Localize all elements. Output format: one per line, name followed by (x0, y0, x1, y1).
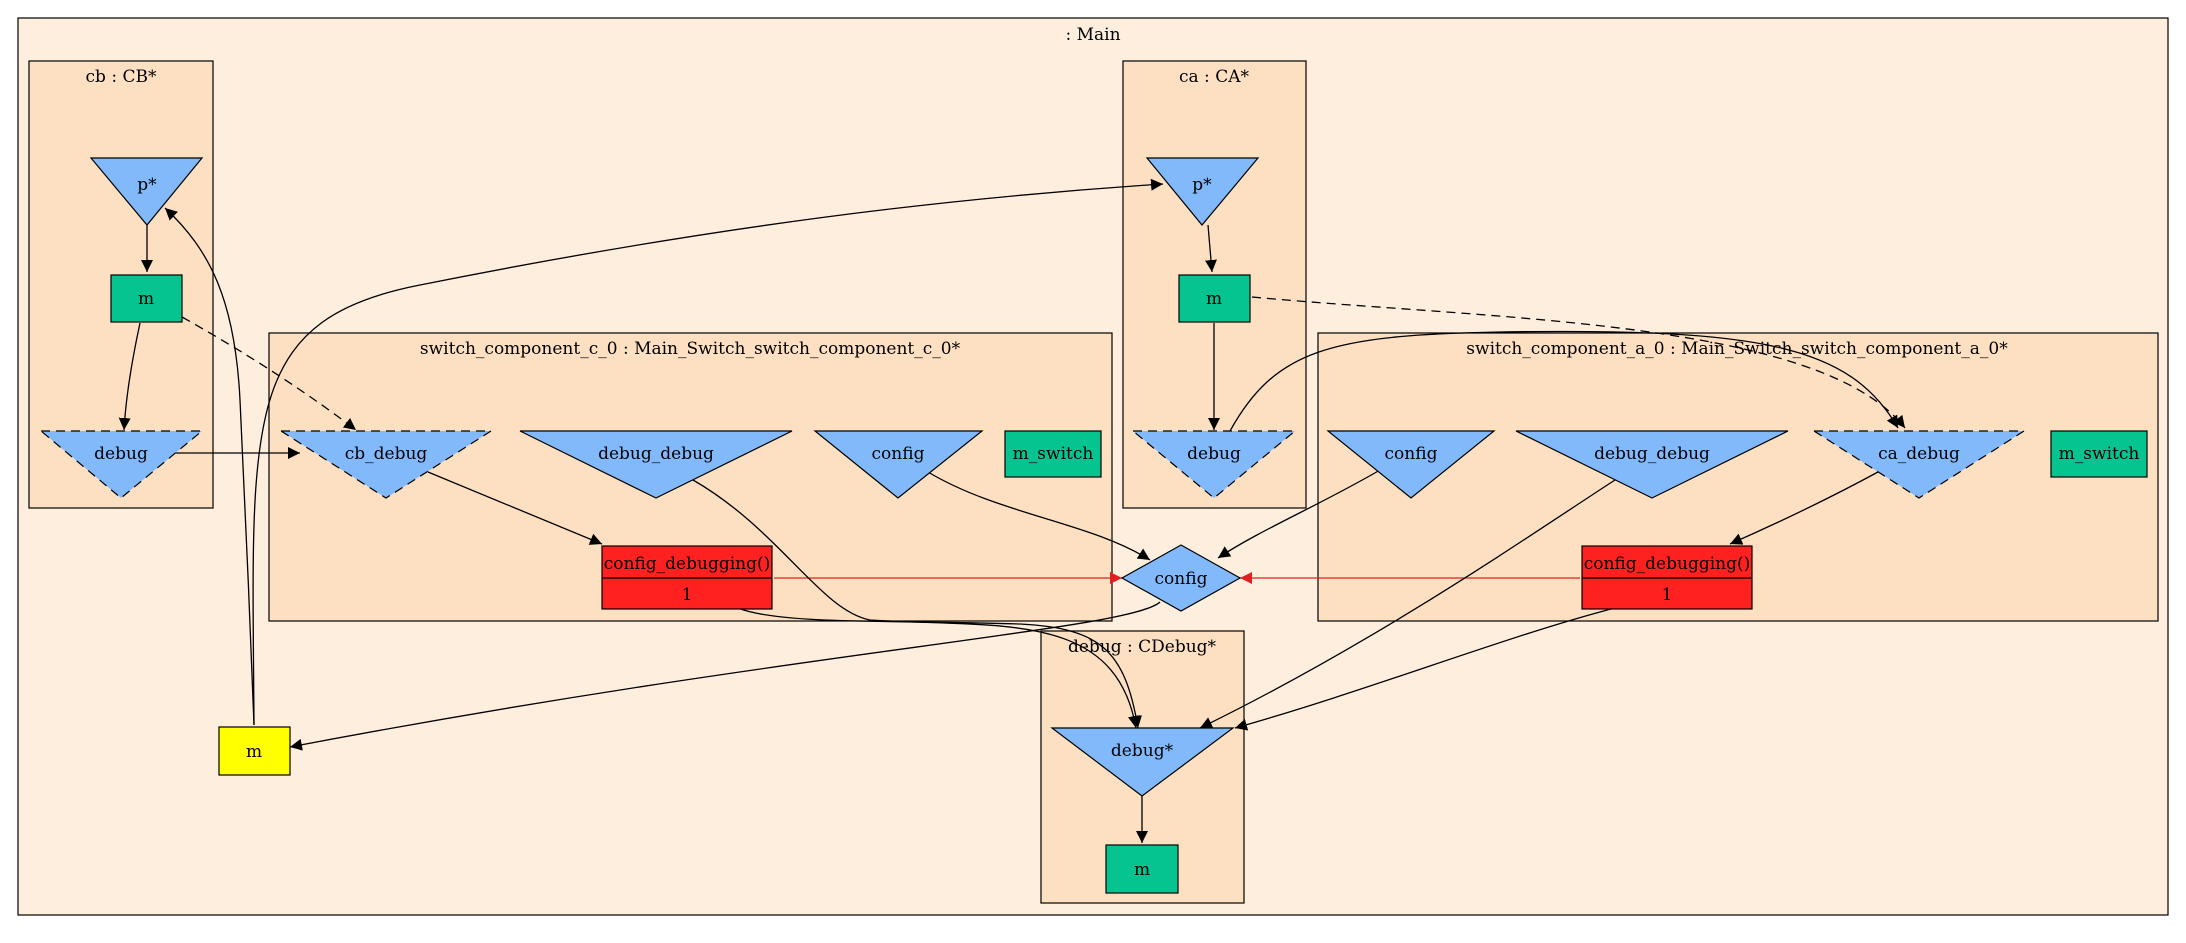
edge-sa-config-debugging-to-dbg-debug (1234, 607, 1616, 731)
ca-p-port-label: p* (1192, 175, 1212, 195)
dbg-m-label: m (1134, 860, 1150, 880)
ca-p-port: p* (1145, 157, 1260, 226)
cb-m-component: m (110, 274, 183, 323)
cluster-cb-label: cb : CB* (86, 67, 157, 87)
sa-ca-debug-port: ca_debug (1811, 430, 2027, 499)
sc-config-triangle (813, 430, 984, 499)
edge-cb-m-to-sc-cb-debug (181, 316, 357, 431)
sa-config-label: config (1385, 444, 1438, 464)
main-config-label: config (1155, 569, 1208, 589)
edge-main-config-to-main-m (289, 601, 1161, 751)
edge-sc-cb-debug-to-config-debugging (427, 471, 603, 545)
ca-debug-port-label: debug (1187, 444, 1241, 464)
sa-m-switch-box (2050, 430, 2148, 478)
cluster-ca-label: ca : CA* (1179, 67, 1249, 87)
sa-config-debugging-label: config_debugging() (1584, 554, 1751, 574)
edge-sa-config-to-main-config (1217, 469, 1381, 559)
edge-ca-debug-to-sa-ca-debug (1229, 330, 1899, 432)
sc-config-label: config (872, 444, 925, 464)
cluster-switch-a-label: switch_component_a_0 : Main_Switch_switc… (1466, 339, 2008, 359)
cb-debug-port: debug (39, 430, 204, 499)
sa-debug-debug-label: debug_debug (1594, 444, 1710, 464)
sc-config-debugging-label: config_debugging() (604, 554, 771, 574)
edges (118, 178, 1906, 843)
sc-cb-debug-label: cb_debug (345, 444, 428, 464)
sa-config-triangle (1326, 430, 1496, 499)
edge-main-m-to-ca-p (252, 178, 1164, 726)
sa-ca-debug-label: ca_debug (1878, 444, 1960, 464)
sc-cb-debug-port: cb_debug (278, 430, 494, 499)
cb-debug-port-triangle (39, 430, 204, 499)
sc-m-switch-box (1004, 430, 1102, 478)
dbg-debug-label: debug* (1111, 741, 1174, 761)
cluster-switch-c-label: switch_component_c_0 : Main_Switch_switc… (420, 339, 961, 359)
edge-ca-m-to-sa-ca-debug (1251, 296, 1906, 429)
cb-p-port: p* (89, 157, 204, 226)
edge-ca-p-to-ca-m (1205, 224, 1217, 273)
dbg-m-box (1105, 844, 1179, 894)
ca-m-box (1178, 274, 1251, 323)
sc-config-debugging-value: 1 (682, 585, 693, 605)
main-m-node: m (218, 726, 291, 776)
dbg-debug-port: debug* (1050, 727, 1235, 797)
cluster-main-label: : Main (1065, 25, 1120, 45)
sa-config-port: config (1326, 430, 1496, 499)
sc-debug-debug-port: debug_debug (519, 430, 793, 499)
ca-m-label: m (1206, 289, 1222, 309)
sc-debug-debug-triangle (519, 430, 793, 499)
cluster-debug-label: debug : CDebug* (1068, 637, 1217, 657)
cb-p-port-label: p* (137, 175, 157, 195)
sa-ca-debug-triangle (1811, 430, 2027, 499)
cb-m-box (110, 274, 183, 323)
ca-debug-port-triangle (1131, 430, 1297, 499)
cb-debug-port-label: debug (94, 444, 148, 464)
main-config-node: config (1120, 544, 1242, 612)
main-m-box (218, 726, 291, 776)
ca-p-port-triangle (1145, 157, 1260, 226)
dbg-debug-triangle (1050, 727, 1235, 797)
sc-cb-debug-triangle (278, 430, 494, 499)
sa-m-switch-label: m_switch (2059, 444, 2140, 464)
ca-debug-port: debug (1131, 430, 1297, 499)
edge-main-m-to-cb-p (164, 207, 255, 726)
sc-config-port: config (813, 430, 984, 499)
edge-sa-debug-debug-to-dbg-debug (1199, 479, 1616, 729)
sa-debug-debug-port: debug_debug (1515, 430, 1789, 499)
ca-m-component: m (1178, 274, 1251, 323)
edge-sa-ca-debug-to-config-debugging (1729, 471, 1879, 545)
edge-cb-m-to-cb-debug (118, 322, 141, 431)
edge-sc-config-to-main-config (927, 471, 1151, 561)
main-config-diamond (1120, 544, 1242, 612)
cb-p-port-triangle (89, 157, 204, 226)
sa-config-debugging-method: config_debugging() 1 (1581, 545, 1753, 610)
sc-debug-debug-label: debug_debug (598, 444, 714, 464)
cb-m-label: m (138, 289, 154, 309)
sc-m-switch-component: m_switch (1004, 430, 1102, 478)
sc-config-debugging-method: config_debugging() 1 (601, 545, 773, 610)
sa-config-debugging-value: 1 (1662, 585, 1673, 605)
sa-m-switch-component: m_switch (2050, 430, 2148, 478)
main-m-label: m (246, 742, 262, 762)
dbg-m-component: m (1105, 844, 1179, 894)
cluster-switch-a: switch_component_a_0 : Main_Switch_switc… (1317, 332, 2159, 622)
sa-debug-debug-triangle (1515, 430, 1789, 499)
edge-sc-debug-debug-to-dbg-debug (692, 479, 1140, 729)
sc-m-switch-label: m_switch (1013, 444, 1094, 464)
edge-sc-config-debugging-to-dbg-debug (737, 607, 1142, 729)
